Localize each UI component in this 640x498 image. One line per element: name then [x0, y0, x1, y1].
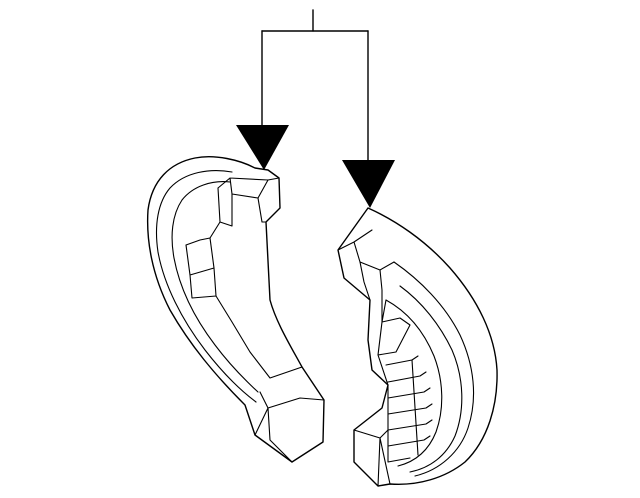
right-recess-edge [377, 289, 411, 386]
right-flange-outer [393, 261, 475, 477]
left-inner-flange-inner [171, 181, 259, 393]
right-lower-foot [353, 429, 391, 487]
right-flange-mid [399, 285, 463, 473]
right-rib-2 [387, 371, 427, 383]
left-arrowhead [236, 125, 289, 170]
right-rib-4 [387, 403, 433, 415]
right-rib-3 [387, 387, 431, 399]
callout-leader [236, 9, 395, 208]
right-part-outline [337, 207, 498, 487]
left-inner-flange-outer [155, 170, 257, 403]
left-mid-rib [185, 237, 303, 379]
right-flange-inner [385, 299, 443, 467]
left-top-tab [217, 177, 280, 223]
right-arrowhead [342, 160, 395, 208]
left-wheel-arch-liner-piece [146, 156, 325, 463]
right-rib-spine [387, 359, 419, 463]
left-part-outline [146, 156, 325, 463]
right-rib-6 [387, 435, 431, 447]
right-wheel-arch-liner-piece [337, 207, 498, 487]
right-rib-5 [387, 419, 433, 431]
left-lower-foot [254, 391, 325, 463]
right-top-block [337, 229, 395, 301]
